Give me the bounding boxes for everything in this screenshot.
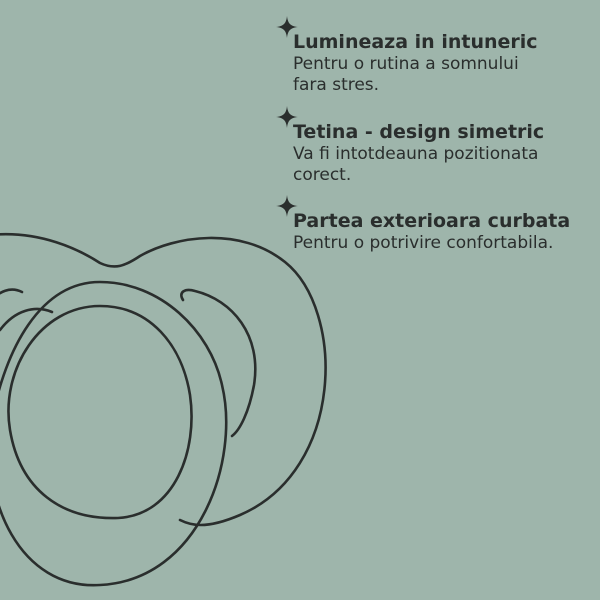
- pacifier-nipple-inner-outline: [7, 304, 193, 520]
- feature-description: Pentru o rutina a somnului fara stres.: [293, 54, 519, 95]
- feature-description: Va fi intotdeauna pozitionata corect.: [293, 144, 539, 185]
- pacifier-right-wing-outline: [180, 288, 257, 438]
- four-point-sparkle-icon: [276, 106, 298, 128]
- feature-title: Tetina - design simetric: [293, 121, 545, 143]
- four-point-sparkle-icon: [276, 16, 298, 38]
- pacifier-shield-outline: [0, 232, 327, 527]
- four-point-sparkle-icon: [276, 195, 298, 217]
- feature-description: Pentru o potrivire confortabila.: [293, 233, 554, 253]
- pacifier-left-wing-outline: [0, 288, 54, 332]
- pacifier-nipple-outer-outline: [0, 280, 228, 587]
- feature-title: Lumineaza in intuneric: [293, 31, 538, 53]
- feature-title: Partea exterioara curbata: [293, 210, 571, 232]
